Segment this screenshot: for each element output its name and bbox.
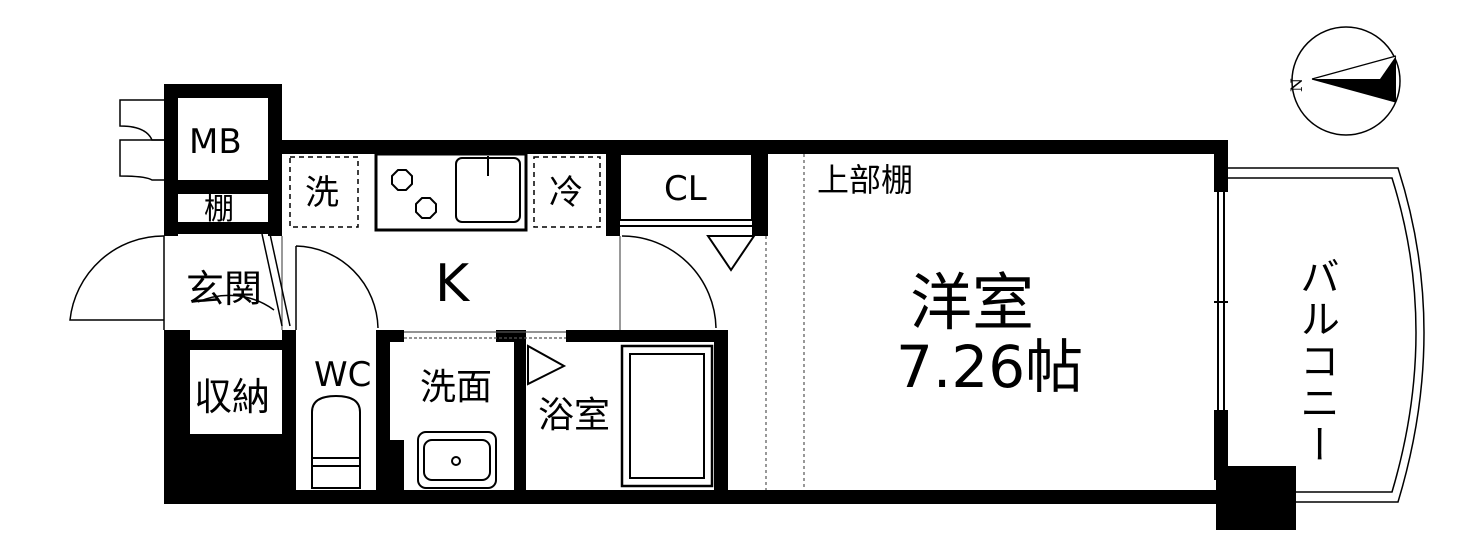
fixtures — [289, 152, 1228, 489]
balcony-outline — [1228, 167, 1425, 503]
compass-icon: N — [1287, 26, 1401, 136]
western-room-size: 7.26帖 — [896, 333, 1084, 401]
storage-label: 収納 — [194, 375, 271, 419]
western-room-label: 洋室 — [910, 266, 1035, 339]
walls — [164, 84, 1296, 530]
mb-label: MB — [189, 122, 242, 162]
balcony-label: バルコニー — [1293, 256, 1339, 466]
bathroom-label: 浴室 — [538, 395, 611, 436]
shelf-label: 棚 — [204, 192, 234, 227]
thin-lines — [281, 154, 805, 490]
washroom-label: 洗面 — [420, 367, 493, 408]
fridge-label: 冷 — [549, 173, 583, 213]
entrance-label: 玄関 — [186, 267, 263, 311]
wc-label: WC — [314, 355, 372, 395]
doors — [69, 99, 717, 330]
closet-label: CL — [664, 169, 707, 209]
compass-north-label: N — [1287, 78, 1306, 92]
upper-shelf-label: 上部棚 — [817, 161, 914, 199]
washer-label: 洗 — [305, 173, 339, 213]
kitchen-label: K — [435, 254, 470, 314]
